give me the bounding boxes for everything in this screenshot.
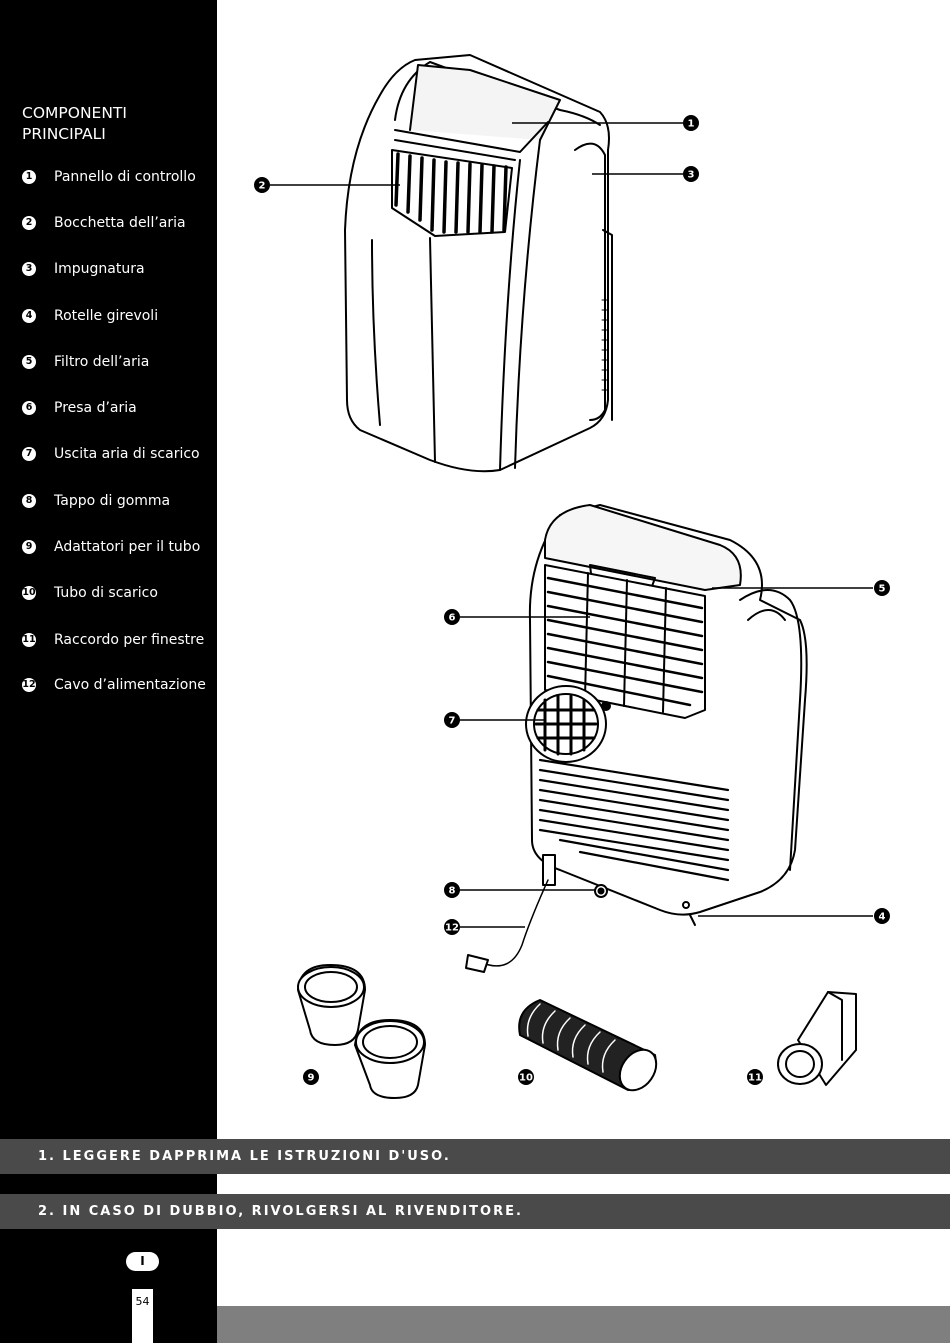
instruction-1-text: 1. LEGGERE DAPPRIMA LE ISTRUZIONI D'USO. (38, 1149, 451, 1164)
item-number-badge: 10 (22, 586, 36, 600)
item-number-badge: 7 (22, 447, 36, 461)
callout-number: 4 (879, 912, 886, 923)
callout-number: 11 (748, 1073, 762, 1084)
page-number: 54 (135, 1295, 150, 1308)
callout-number: 3 (688, 170, 695, 181)
hose-adapters-drawing (297, 964, 426, 1099)
callout-number: 10 (519, 1073, 533, 1084)
callout-number: 12 (445, 923, 459, 934)
item-label: Cavo d’alimentazione (54, 677, 206, 693)
window-adapter-drawing (777, 991, 857, 1086)
item-label: Presa d’aria (54, 400, 137, 416)
instruction-2-text: 2. IN CASO DI DUBBIO, RIVOLGERSI AL RIVE… (38, 1204, 523, 1219)
callout-12: 12 (444, 919, 460, 935)
item-number-badge: 12 (22, 678, 36, 692)
callout-7: 7 (444, 712, 460, 728)
callout-number: 9 (308, 1073, 315, 1084)
item-label: Adattatori per il tubo (54, 539, 201, 555)
item-label: Bocchetta dell’aria (54, 215, 186, 231)
callout-1: 1 (683, 115, 699, 131)
callout-number: 8 (449, 886, 456, 897)
callout-10: 10 (518, 1069, 534, 1085)
item-label: Filtro dell’aria (54, 354, 150, 370)
item-label: Tubo di scarico (54, 585, 158, 601)
callout-6: 6 (444, 609, 460, 625)
item-number-badge: 9 (22, 540, 36, 554)
callout-8: 8 (444, 882, 460, 898)
callout-number: 7 (449, 716, 456, 727)
front-unit-drawing (344, 54, 613, 473)
item-label: Rotelle girevoli (54, 308, 159, 324)
callout-11: 11 (747, 1069, 763, 1085)
item-number-badge: 5 (22, 355, 36, 369)
item-number-badge: 4 (22, 309, 36, 323)
exhaust-hose-drawing (518, 999, 658, 1092)
sidebar: COMPONENTI PRINCIPALI (0, 0, 217, 1343)
item-label: Raccordo per finestre (54, 632, 205, 648)
item-number-badge: 8 (22, 494, 36, 508)
item-label: Impugnatura (54, 261, 145, 277)
callout-number: 1 (688, 119, 695, 130)
item-number-badge: 11 (22, 633, 36, 647)
rear-unit-drawing (465, 504, 808, 973)
item-number-badge: 1 (22, 170, 36, 184)
item-label: Pannello di controllo (54, 169, 196, 185)
section-title: COMPONENTI PRINCIPALI (22, 104, 127, 143)
language-badge: I (126, 1252, 159, 1271)
item-label: Tappo di gomma (54, 493, 171, 509)
callout-number: 6 (449, 613, 456, 624)
instruction-bar-2: 2. IN CASO DI DUBBIO, RIVOLGERSI AL RIVE… (0, 1194, 950, 1229)
item-number-badge: 2 (22, 216, 36, 230)
item-number-badge: 3 (22, 262, 36, 276)
callout-2: 2 (254, 177, 270, 193)
page-tab: 54 (132, 1289, 153, 1343)
footer-bar (217, 1306, 950, 1343)
item-label: Uscita aria di scarico (54, 446, 200, 462)
callout-3: 3 (683, 166, 699, 182)
item-number-badge: 6 (22, 401, 36, 415)
callout-9: 9 (303, 1069, 319, 1085)
instruction-bar-1: 1. LEGGERE DAPPRIMA LE ISTRUZIONI D'USO. (0, 1139, 950, 1174)
callout-5: 5 (874, 580, 890, 596)
callout-4: 4 (874, 908, 890, 924)
callout-number: 5 (879, 584, 886, 595)
callout-number: 2 (259, 181, 266, 192)
